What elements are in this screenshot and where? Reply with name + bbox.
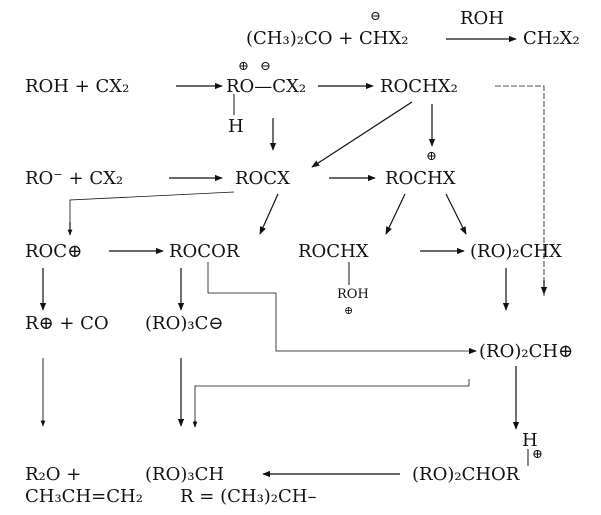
connector-rocor-to-ro2ch-cation	[207, 262, 475, 352]
rochx-cation: ROCHX	[385, 168, 456, 189]
arrow-rochx-cation-to-adduct	[385, 193, 406, 235]
oxonium-charge: ⊕	[532, 447, 543, 462]
connector-ro2ch-cation-to-ro3ch	[194, 379, 470, 426]
ro2ch-cation: (RO)₂CH⊕	[479, 341, 574, 362]
ylide-plus-charge: ⊕	[238, 59, 249, 74]
reagent-roh: ROH	[460, 8, 505, 29]
arrow-rochx2-to-rocx	[311, 101, 413, 168]
connector-rochx2-to-ro2chx	[495, 85, 545, 296]
propene: CH₃CH=CH₂	[25, 486, 143, 507]
product-ch2x2: CH₂X₂	[523, 28, 580, 49]
rocx: ROCX	[235, 168, 290, 189]
ylide-intermediate: RO—CX₂	[226, 76, 307, 97]
rochx-cation-charge: ⊕	[426, 149, 437, 164]
r-group-definition: R = (CH₃)₂CH–	[180, 486, 317, 507]
adduct-roh: ROH	[337, 287, 369, 302]
ylide-minus-charge: ⊖	[260, 59, 271, 74]
arrow-rochx-cation-to-ro2chx	[445, 193, 467, 235]
ro3c-anion: (RO)₃C⊖	[145, 313, 224, 334]
alkoxide-plus-carbene: RO⁻ + CX₂	[25, 168, 124, 189]
ro2chor-oxonium: (RO)₂CHOR	[412, 464, 520, 485]
r-cation-plus-co: R⊕ + CO	[25, 313, 109, 334]
arrow-rocx-to-rocor	[259, 193, 279, 235]
ylide-hydrogen: H	[228, 116, 244, 137]
ether-r2o: R₂O +	[25, 464, 82, 485]
rocor: ROCOR	[169, 241, 240, 262]
oxonium-hydrogen: H	[522, 430, 538, 451]
roc-cation: ROC⊕	[25, 241, 83, 262]
adduct-charge: ⊕	[344, 304, 354, 317]
dihalomethyl-anion-charge: ⊖	[370, 9, 381, 24]
alcohol-plus-carbene: ROH + CX₂	[25, 76, 130, 97]
acetone-plus-dihalomethyl-anion: (CH₃)₂CO + CHX₂	[246, 28, 409, 49]
connector-rocx-to-roc-cation	[69, 191, 235, 230]
rochx-roh-adduct: ROCHX	[298, 241, 369, 262]
rochx2: ROCHX₂	[380, 76, 458, 97]
ro2chx: (RO)₂CHX	[470, 241, 562, 262]
orthoformate-ro3ch: (RO)₃CH	[145, 464, 225, 485]
